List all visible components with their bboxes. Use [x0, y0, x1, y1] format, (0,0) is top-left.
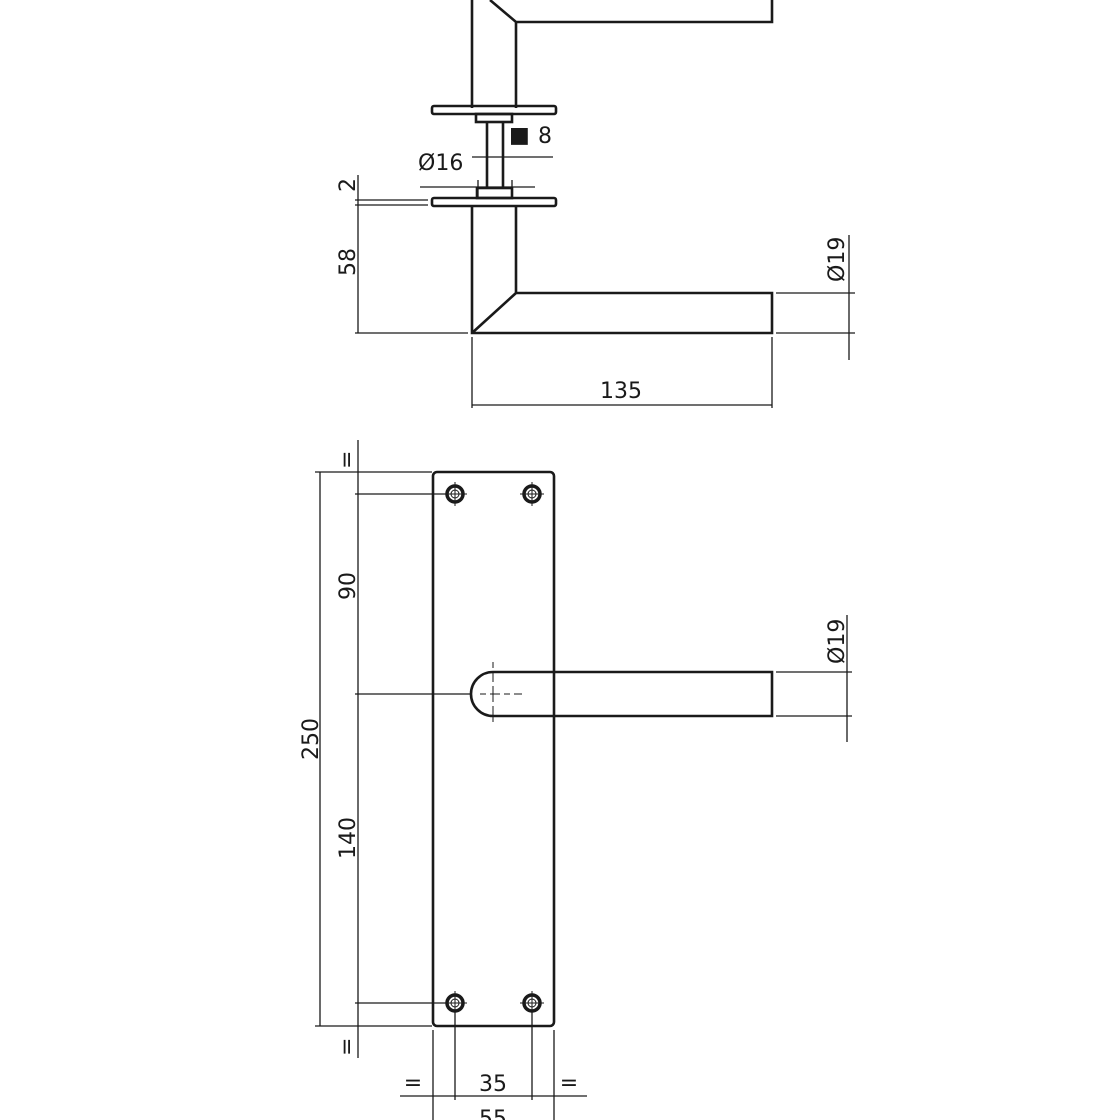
equal-right-label: =: [560, 1071, 578, 1096]
screw-holes: [443, 482, 544, 1015]
lever-length-label: 135: [600, 379, 642, 404]
spindle: [485, 122, 505, 188]
spindle-square-symbol: ■: [509, 123, 530, 148]
plate-width-dimension: = 35 = 55: [400, 1010, 587, 1120]
rose-thickness-dimension: 2: [336, 175, 428, 333]
equal-left-label: =: [404, 1071, 422, 1096]
rose-thickness-label: 2: [336, 178, 361, 192]
equal-top-label: =: [335, 451, 360, 469]
front-lever-diameter-dimension: Ø19: [776, 615, 852, 742]
upper-rose: [430, 104, 558, 124]
side-lever-diameter-dimension: Ø19: [776, 235, 855, 360]
front-lever: [469, 662, 774, 722]
rose-diameter-label: Ø16: [418, 151, 463, 176]
upper-distance-label: 90: [336, 572, 361, 600]
spindle-dimension: ■ 8: [472, 123, 553, 158]
lever-length-dimension: 135: [471, 337, 773, 408]
front-lever-diameter-label: Ø19: [825, 619, 850, 664]
plate-height-label: 250: [299, 718, 324, 760]
plate-height-dimension: = 90 250 140 =: [299, 440, 470, 1058]
back-plate: [431, 470, 556, 1028]
equal-bottom-label: =: [335, 1038, 360, 1056]
hole-spacing-label: 35: [479, 1072, 507, 1097]
rose-diameter-dimension: Ø16: [418, 151, 535, 198]
lower-distance-label: 140: [336, 817, 361, 859]
screw-icon: [520, 482, 544, 506]
upper-handle: [470, 0, 774, 108]
handle-height-label: 58: [336, 248, 361, 276]
spindle-square-label: 8: [538, 124, 552, 149]
plate-width-label: 55: [479, 1107, 507, 1120]
handle-height-dimension: 58: [336, 248, 468, 334]
side-lever-diameter-label: Ø19: [825, 237, 850, 282]
lower-handle: [470, 206, 774, 335]
lower-rose: [430, 186, 558, 208]
